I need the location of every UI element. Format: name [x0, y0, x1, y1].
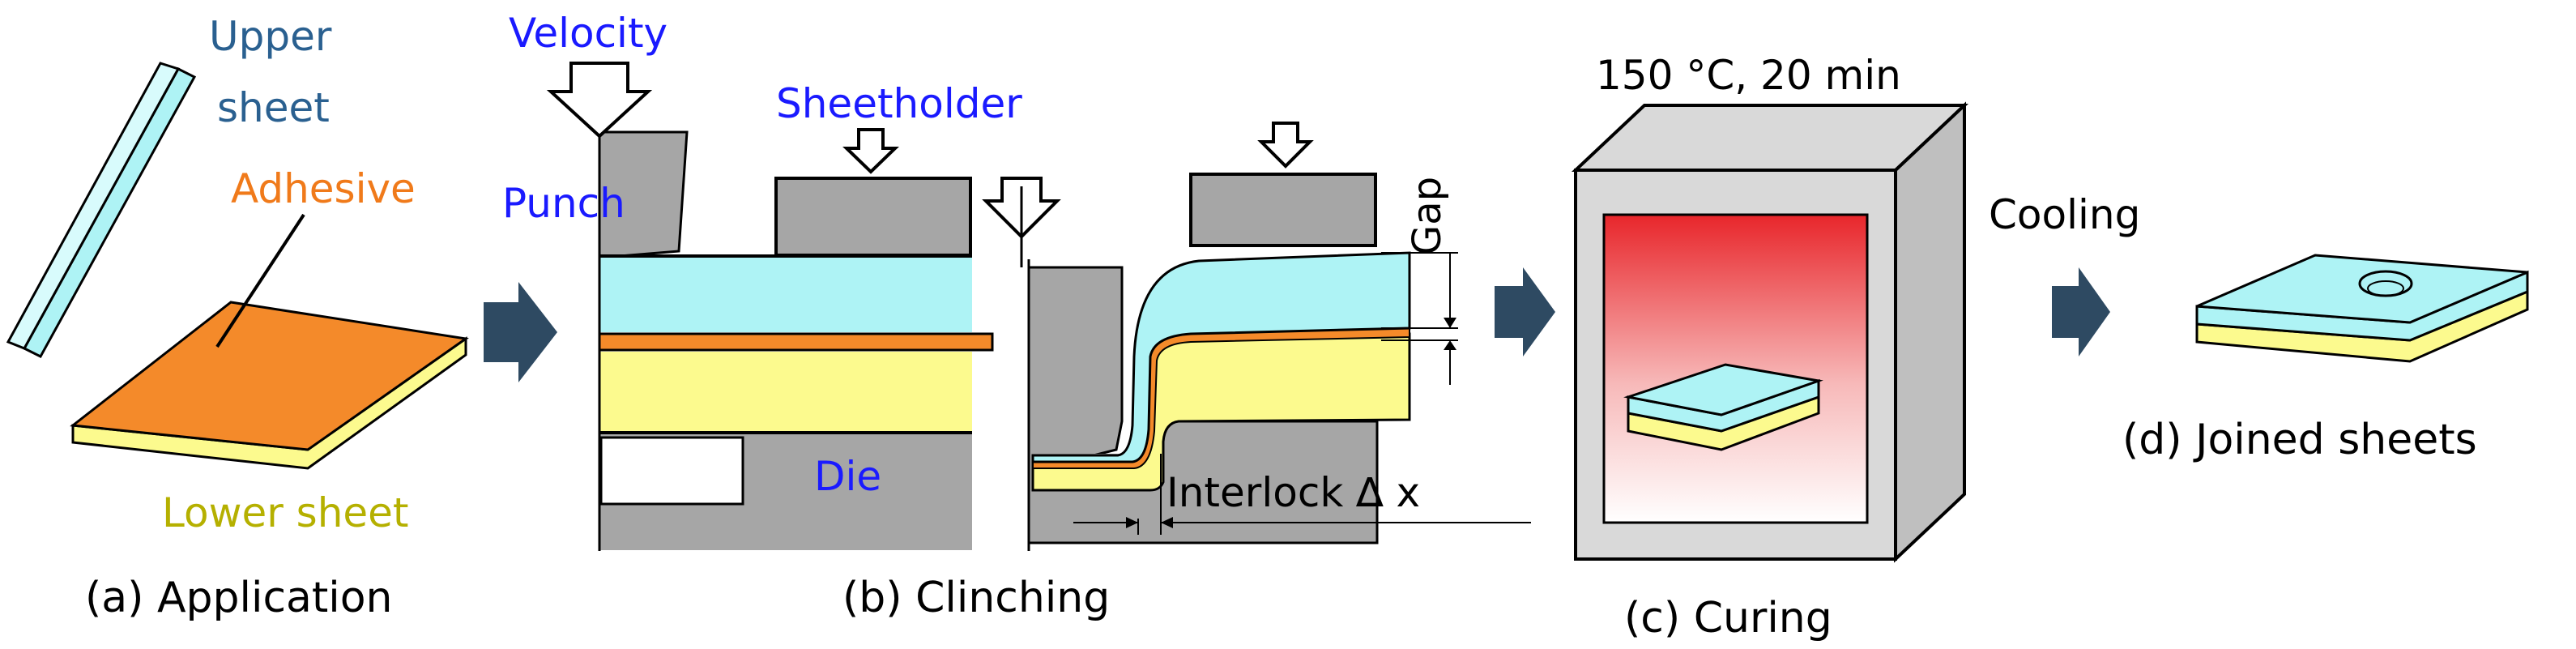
lower-sheet-section	[599, 352, 972, 434]
upper-sheet-standing	[6, 62, 197, 358]
caption-curing: (c) Curing	[1624, 594, 1832, 643]
sheetholder-left	[774, 177, 972, 257]
adhesive-section	[598, 332, 994, 352]
gap-label: Gap	[1405, 177, 1450, 255]
caption-application: (a) Application	[85, 574, 393, 622]
sheetholder-label: Sheetholder	[776, 80, 1022, 127]
sheetholder-right	[1189, 173, 1377, 247]
sheetholder-arrow	[842, 128, 899, 174]
punch-label: Punch	[502, 180, 625, 227]
panel-application: Upper sheet Adhesive Lower sheet (a) App…	[6, 13, 469, 622]
adhesive-layer	[70, 301, 469, 451]
die-label: Die	[814, 453, 881, 500]
panel-curing: 150 °C, 20 min (c) Curing	[1571, 52, 1969, 643]
flow-arrow-3	[2052, 267, 2110, 357]
clinch-before: Velocity Punch Sheetholder Die	[502, 10, 1022, 551]
upper-sheet-label-2: sheet	[217, 84, 330, 131]
clinch-joint-dimple	[2358, 270, 2413, 297]
upper-sheet-label-1: Upper	[209, 13, 332, 60]
sheetholder-arrow-after	[1257, 122, 1314, 169]
flow-arrow-2	[1495, 267, 1555, 357]
interlock-label: Interlock ∆ x	[1166, 469, 1420, 516]
punch-after	[1027, 266, 1124, 457]
velocity-label: Velocity	[509, 10, 667, 57]
panel-joined-sheets: (d) Joined sheets	[2122, 254, 2529, 464]
curing-conditions-label: 150 °C, 20 min	[1596, 52, 1901, 99]
lower-sheet-label: Lower sheet	[162, 489, 409, 536]
upper-sheet-section	[599, 255, 972, 332]
flow-arrow-1	[484, 282, 557, 382]
caption-clinching: (b) Clinching	[842, 574, 1110, 622]
velocity-arrow	[546, 62, 653, 139]
upper-sheet-deformed	[1031, 251, 1411, 463]
caption-joined-sheets: (d) Joined sheets	[2122, 416, 2477, 464]
oven-sample	[1623, 363, 1823, 451]
adhesive-label: Adhesive	[231, 165, 416, 212]
cooling-label: Cooling	[1989, 191, 2140, 238]
die-cavity	[599, 436, 744, 506]
oven-side	[1894, 101, 1966, 563]
clinch-after: Gap Interlock ∆ x	[982, 122, 1531, 551]
lower-sheet	[70, 301, 469, 470]
panel-clinching: Velocity Punch Sheetholder Die	[502, 10, 1531, 622]
adhesive-leader-line	[215, 213, 305, 348]
